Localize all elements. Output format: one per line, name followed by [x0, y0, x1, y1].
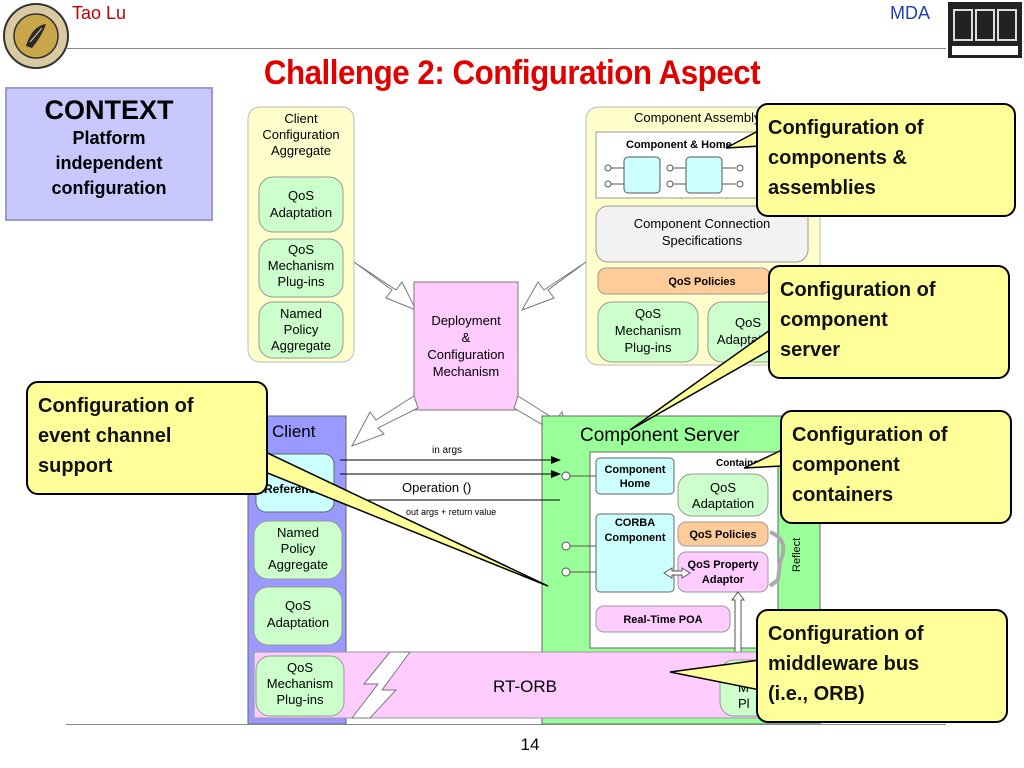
footer-divider: [66, 724, 946, 725]
deployment-mechanism: Deployment & Configuration Mechanism: [350, 261, 587, 447]
svg-text:Aggregate: Aggregate: [268, 557, 328, 572]
svg-text:RT-ORB: RT-ORB: [493, 677, 557, 696]
svg-text:Aggregate: Aggregate: [271, 338, 331, 353]
svg-text:Configuration: Configuration: [262, 127, 339, 142]
svg-text:out args + return value: out args + return value: [406, 507, 496, 517]
svg-text:Named: Named: [280, 306, 322, 321]
svg-text:Operation (): Operation (): [402, 480, 471, 495]
svg-text:Component: Component: [604, 532, 665, 544]
callout-line: Configuration of: [768, 623, 924, 645]
svg-text:Reflect: Reflect: [791, 538, 803, 572]
svg-text:Mechanism: Mechanism: [267, 676, 333, 691]
component-assembly: Component Assembly Component & Home Comp…: [585, 106, 821, 366]
svg-text:QoS: QoS: [287, 660, 313, 675]
context-box: CONTEXT Platform independent configurati…: [5, 87, 213, 221]
svg-text:Plug-ins: Plug-ins: [625, 340, 672, 355]
svg-text:Mechanism: Mechanism: [433, 364, 499, 379]
callout-event-channel: Configuration of event channel support: [26, 381, 268, 495]
invocation-arrows: in args Operation () out args + return v…: [340, 445, 561, 517]
svg-text:Pl: Pl: [738, 696, 750, 711]
callout-line: middleware bus: [768, 653, 920, 675]
svg-text:Mechanism: Mechanism: [615, 323, 681, 338]
context-line-3: configuration: [51, 178, 167, 198]
svg-text:Policy: Policy: [281, 541, 316, 556]
svg-text:Plug-ins: Plug-ins: [277, 692, 324, 707]
svg-text:Client: Client: [272, 422, 316, 441]
svg-text:QoS Policies: QoS Policies: [668, 276, 735, 288]
page-number: 14: [520, 735, 540, 754]
callout-line: Configuration of: [768, 117, 924, 139]
context-heading: CONTEXT: [44, 95, 174, 125]
callout-component-server: Configuration of component server: [768, 265, 1010, 379]
svg-text:Home: Home: [620, 478, 651, 490]
callout-line: component: [792, 454, 900, 476]
callout-component-containers: Configuration of component containers: [780, 410, 1012, 524]
context-line-2: independent: [55, 153, 163, 173]
svg-text:&: &: [462, 330, 471, 345]
callout-line: Configuration of: [38, 395, 194, 417]
svg-text:QoS: QoS: [288, 242, 314, 257]
callout-line: Configuration of: [792, 424, 948, 446]
svg-text:Aggregate: Aggregate: [271, 143, 331, 158]
svg-text:Adaptor: Adaptor: [702, 574, 745, 586]
svg-text:Client: Client: [284, 111, 318, 126]
svg-text:Specifications: Specifications: [662, 233, 743, 248]
svg-text:QoS: QoS: [735, 315, 761, 330]
vanderbilt-seal-logo: [3, 3, 69, 69]
slide-title: Challenge 2: Configuration Aspect: [263, 54, 761, 92]
svg-text:Real-Time POA: Real-Time POA: [623, 614, 702, 626]
svg-text:QoS: QoS: [635, 306, 661, 321]
svg-text:Adaptation: Adaptation: [267, 615, 329, 630]
callout-line: assemblies: [768, 177, 876, 199]
callout-line: components &: [768, 147, 907, 169]
client-configuration-aggregate: Client Configuration Aggregate QoS Adapt…: [247, 106, 355, 363]
svg-text:Plug-ins: Plug-ins: [278, 274, 325, 289]
svg-text:QoS: QoS: [285, 598, 311, 613]
context-line-1: Platform: [72, 128, 146, 148]
svg-text:in args: in args: [432, 445, 462, 456]
callout-line: support: [38, 455, 113, 477]
callout-pointers: [237, 128, 783, 691]
callout-line: component: [780, 309, 888, 331]
svg-text:QoS: QoS: [710, 480, 736, 495]
svg-text:Adaptation: Adaptation: [270, 205, 332, 220]
svg-text:Mechanism: Mechanism: [268, 258, 334, 273]
svg-text:CORBA: CORBA: [615, 517, 655, 529]
callout-line: Configuration of: [780, 279, 936, 301]
callout-line: event channel: [38, 425, 172, 447]
svg-text:QoS Policies: QoS Policies: [689, 529, 756, 541]
svg-text:QoS Property: QoS Property: [688, 559, 760, 571]
author-name: Tao Lu: [72, 3, 127, 23]
svg-text:Component Connection: Component Connection: [634, 216, 771, 231]
callout-line: (i.e., ORB): [768, 683, 865, 705]
callout-line: server: [780, 339, 841, 361]
svg-text:Component Server: Component Server: [580, 425, 740, 446]
callout-components-assemblies: Configuration of components & assemblies: [756, 103, 1016, 217]
header-divider: [66, 48, 946, 49]
svg-text:Container: Container: [716, 458, 763, 469]
isis-logo: [948, 2, 1022, 58]
callout-line: containers: [792, 484, 894, 506]
svg-text:Component Assembly: Component Assembly: [634, 110, 761, 125]
svg-text:Deployment: Deployment: [431, 313, 501, 328]
svg-text:Configuration: Configuration: [427, 347, 504, 362]
svg-text:Policy: Policy: [284, 322, 319, 337]
svg-text:QoS: QoS: [288, 188, 314, 203]
svg-text:Named: Named: [277, 525, 319, 540]
svg-text:Adaptation: Adaptation: [692, 496, 754, 511]
svg-text:Component & Home: Component & Home: [626, 139, 732, 151]
rt-orb-bus: RT-ORB QoS Mechanism Plug-ins Q M Pl: [253, 651, 815, 719]
svg-text:Component: Component: [604, 464, 665, 476]
section-label: MDA: [890, 3, 930, 23]
callout-middleware-bus: Configuration of middleware bus (i.e., O…: [756, 609, 1008, 723]
svg-text:M: M: [738, 680, 749, 695]
